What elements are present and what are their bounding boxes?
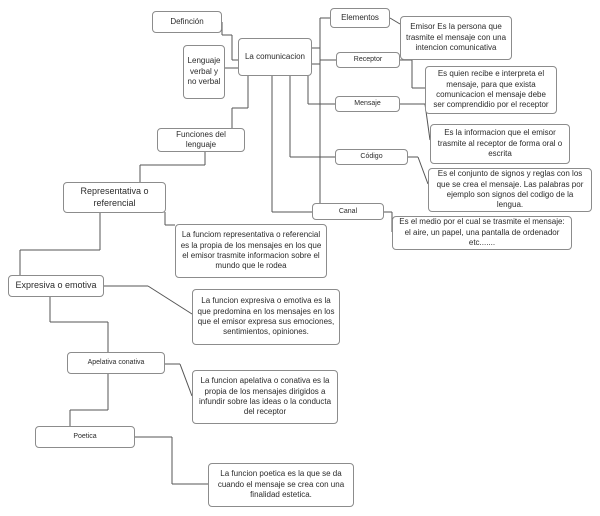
node-definicion: Definción bbox=[152, 11, 222, 33]
node-emisor-desc: Emisor Es la persona que trasmite el men… bbox=[400, 16, 512, 60]
node-lenguaje-verbal: Lenguaje verbal y no verbal bbox=[183, 45, 225, 99]
node-receptor-desc: Es quien recibe e interpreta el mensaje,… bbox=[425, 66, 557, 114]
node-codigo-desc: Es el conjunto de signos y reglas con lo… bbox=[428, 168, 592, 212]
node-poetica-desc: La funcion poetica es la que se da cuand… bbox=[208, 463, 354, 507]
node-representativa: Representativa o referencial bbox=[63, 182, 166, 213]
node-expresiva-desc: La funcion expresiva o emotiva es la que… bbox=[192, 289, 340, 345]
node-mensaje-desc: Es la informacion que el emisor trasmite… bbox=[430, 124, 570, 164]
node-receptor: Receptor bbox=[336, 52, 400, 68]
node-mensaje: Mensaje bbox=[335, 96, 400, 112]
node-apelativa: Apelativa conativa bbox=[67, 352, 165, 374]
node-elementos: Elementos bbox=[330, 8, 390, 28]
node-canal-desc: Es el medio por el cual se trasmite el m… bbox=[392, 216, 572, 250]
node-representativa-desc: La funciom representativa o referencial … bbox=[175, 224, 327, 278]
node-expresiva: Expresiva o emotiva bbox=[8, 275, 104, 297]
node-apelativa-desc: La funcion apelativa o conativa es la pr… bbox=[192, 370, 338, 424]
node-funciones-lenguaje: Funciones del lenguaje bbox=[157, 128, 245, 152]
node-comunicacion: La comunicacion bbox=[238, 38, 312, 76]
node-poetica: Poetica bbox=[35, 426, 135, 448]
node-codigo: Código bbox=[335, 149, 408, 165]
node-canal: Canal bbox=[312, 203, 384, 220]
